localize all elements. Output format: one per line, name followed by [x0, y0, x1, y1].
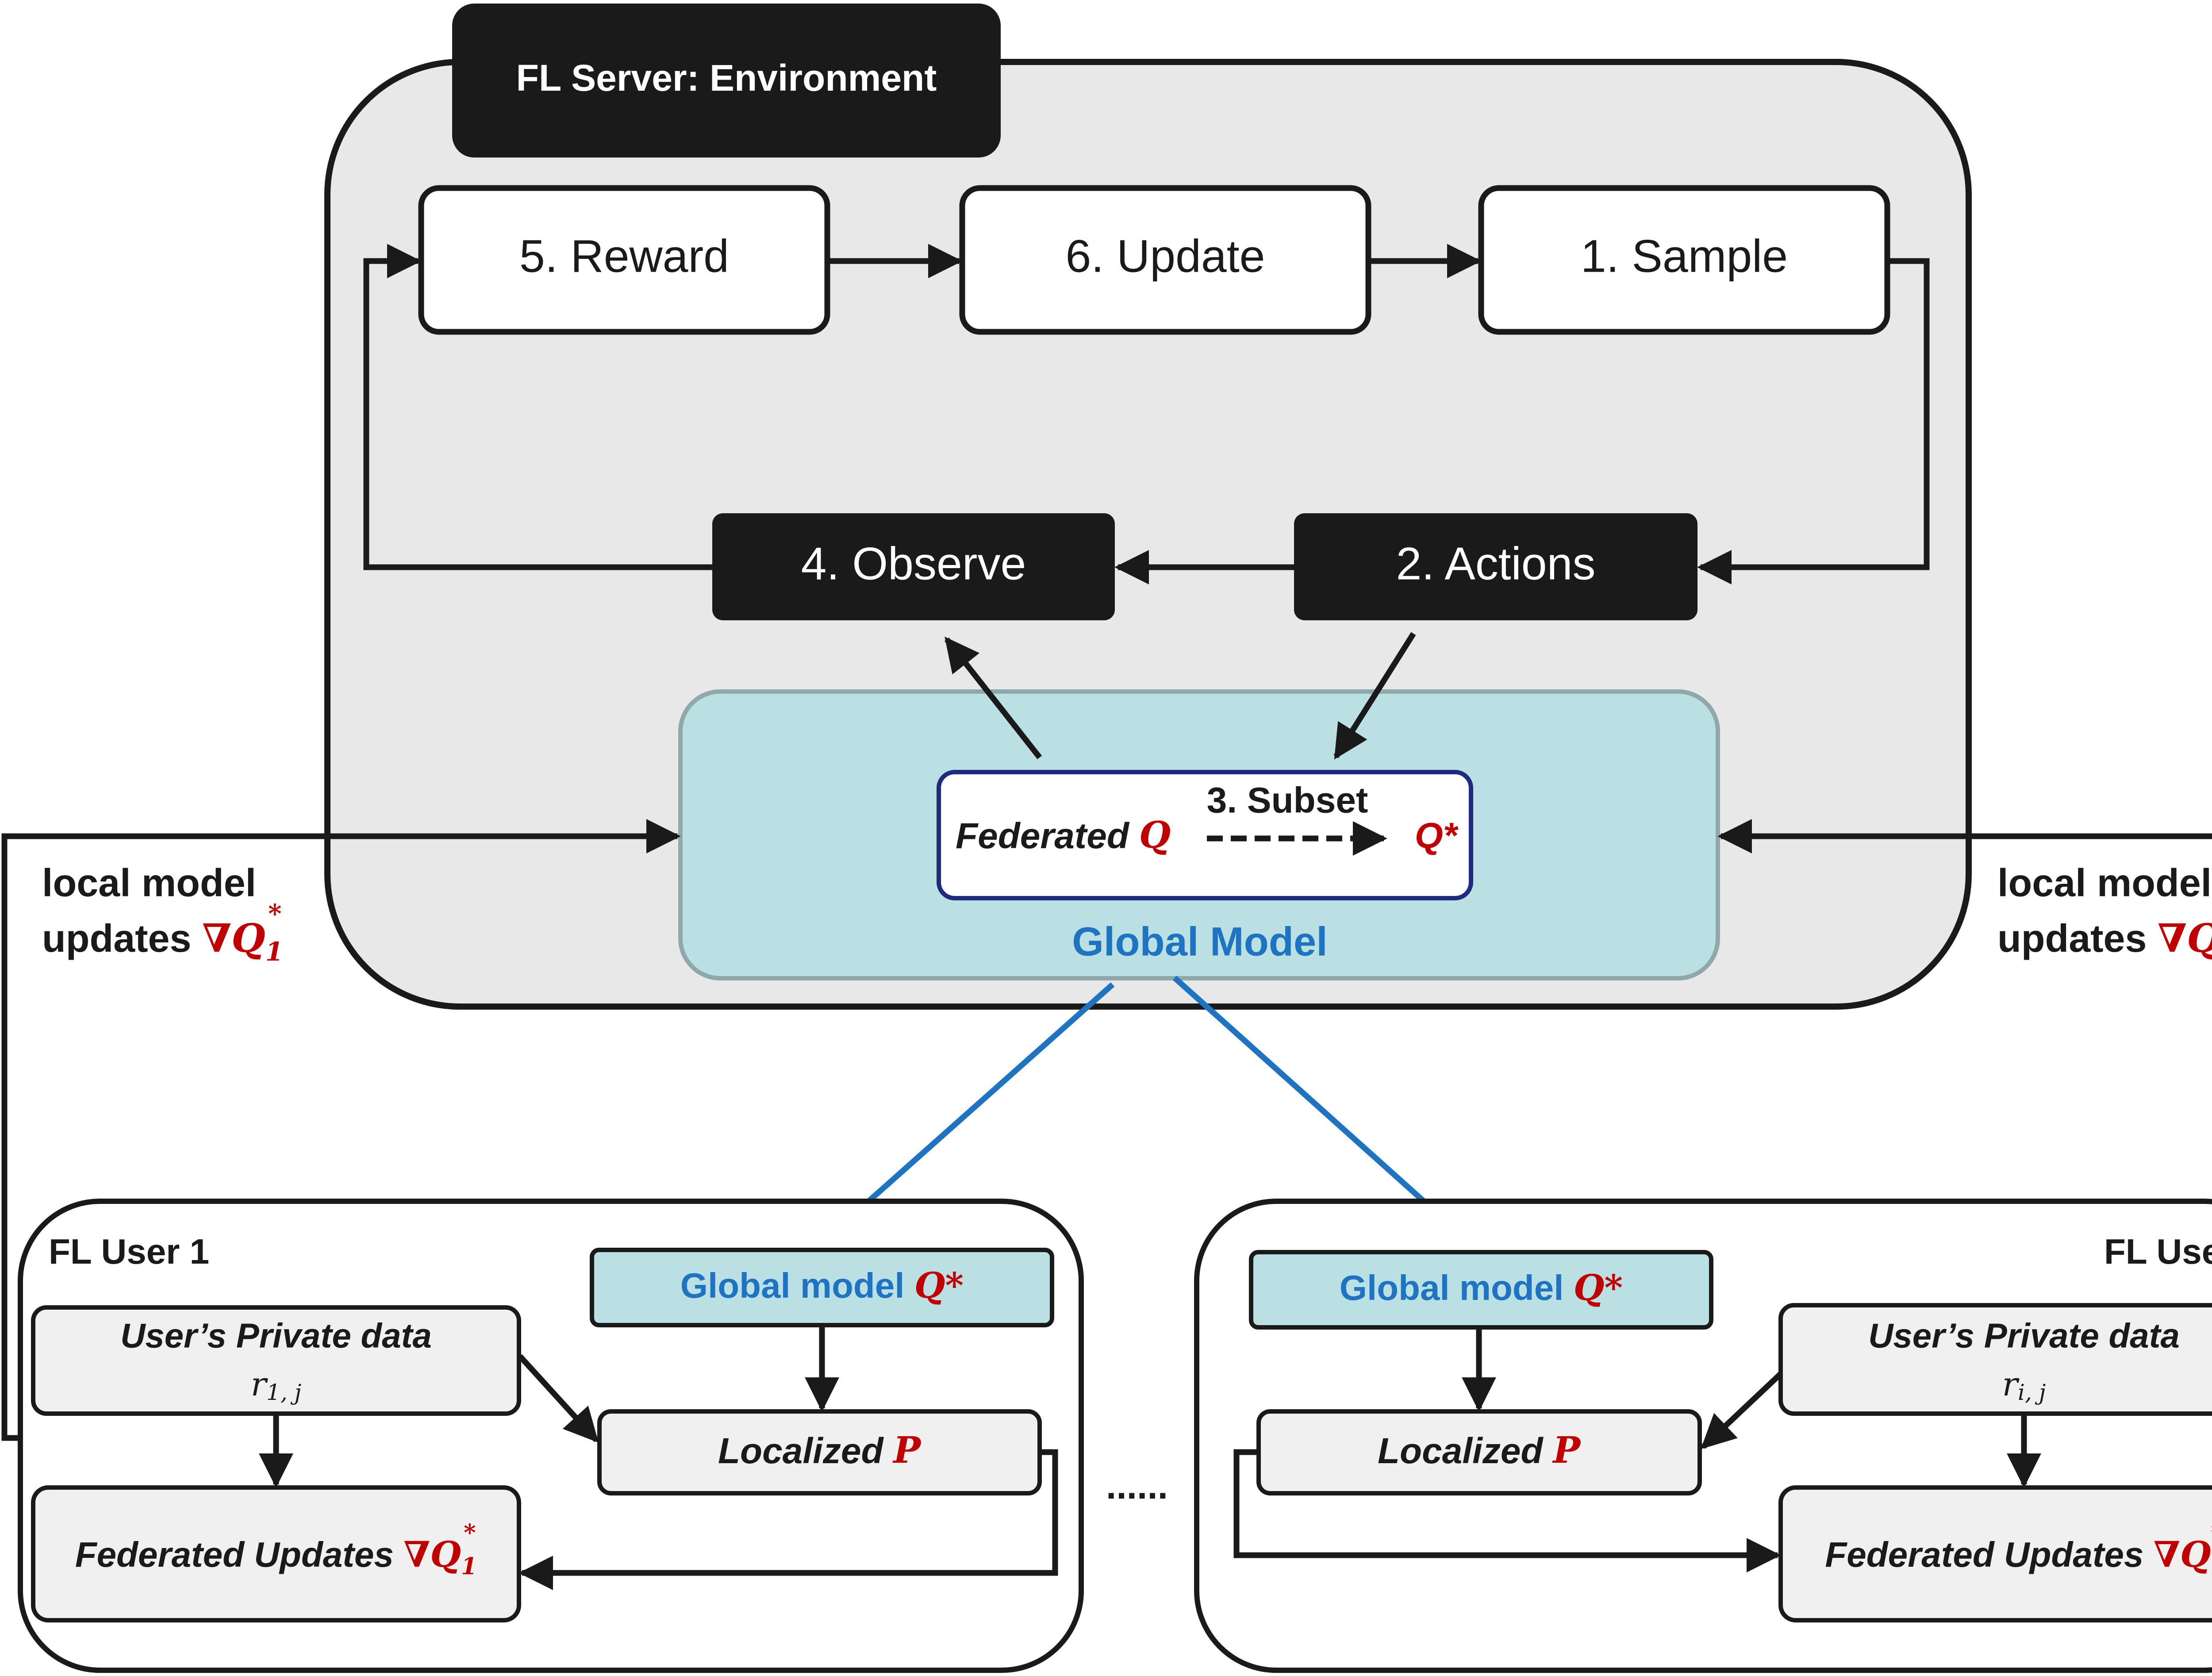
user-i-private-var: ri, j: [2002, 1365, 2046, 1405]
right-local-model-label: local model: [1997, 861, 2212, 904]
q-star-text: Q*: [1415, 816, 1459, 856]
user1-arrow-private-to-localized: [518, 1354, 599, 1443]
user1-private-var: r1, j: [251, 1365, 301, 1405]
actions-label: 2. Actions: [1396, 538, 1596, 589]
arrow-actions-to-subset: [1333, 632, 1416, 760]
user-i-fed-updates-text: Federated Updates ∇Qi*: [1825, 1519, 2212, 1580]
left-updates-label: updates ∇Q1*: [42, 899, 283, 967]
user-i-private-data-label: User’s Private data: [1868, 1316, 2180, 1355]
user1-title: FL User 1: [49, 1232, 209, 1271]
user-i-title: FL User i: [2104, 1230, 2212, 1272]
user1-fed-updates-text: Federated Updates ∇Q1*: [75, 1519, 477, 1580]
update-label: 6. Update: [1066, 231, 1265, 282]
server-title: FL Server: Environment: [516, 57, 937, 99]
right-updates-label: updates ∇Qi*: [1997, 899, 2212, 967]
federated-q-box: [937, 770, 1473, 900]
user-i-global-model-text: Global model Q*: [1340, 1267, 1623, 1308]
server-title-tab: [452, 4, 1001, 158]
subset-label: 3. Subset: [1207, 780, 1368, 821]
left-local-model-label: local model: [42, 861, 256, 904]
right-feedback-line: [1717, 819, 2212, 853]
federated-q-text: Federated Q: [956, 814, 1171, 857]
user-i-arrow-private-to-localized: [1701, 1372, 1783, 1449]
observe-label: 4. Observe: [801, 538, 1026, 589]
user1-global-model-text: Global model Q*: [680, 1265, 964, 1306]
global-model-label: Global Model: [1072, 919, 1328, 964]
arrow-sample-to-actions: [1697, 258, 1930, 584]
actions-box: [1294, 513, 1697, 620]
user-i-localized-text: Localized P: [1378, 1429, 1581, 1472]
reward-label: 5. Reward: [519, 231, 729, 282]
arrow-observe-to-reward: [363, 244, 712, 570]
user1-localized-text: Localized P: [718, 1429, 922, 1472]
user1-private-data-label: User’s Private data: [120, 1316, 432, 1355]
blue-arrow-to-user1: [821, 982, 1115, 1244]
arrow-subset-to-observe: [944, 636, 1042, 760]
ellipsis: ......: [1106, 1465, 1168, 1507]
observe-box: [712, 513, 1115, 620]
sample-label: 1. Sample: [1581, 231, 1788, 282]
user-i-arrow-localized-to-updates: [1233, 1449, 1781, 1572]
user1-arrow-localized-to-updates: [518, 1449, 1058, 1590]
